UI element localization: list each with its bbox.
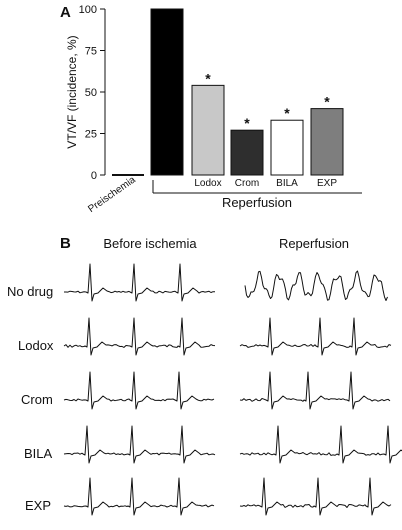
ecg-trace-before-ischemia [63, 477, 215, 516]
bar [191, 84, 225, 176]
y-tick-label: 100 [79, 4, 97, 16]
panel-b-letter: B [60, 235, 71, 252]
row-label-no-drug: No drug [7, 284, 53, 299]
significance-marker: * [324, 94, 330, 110]
row-label-bila: BILA [24, 446, 53, 461]
x-tick-label: BILA [276, 178, 298, 189]
ecg-trace-reperfusion [239, 317, 392, 356]
bar [230, 129, 264, 176]
x-tick-label: EXP [317, 178, 337, 189]
column-title-reperfusion: Reperfusion [279, 236, 349, 251]
y-tick-label: 75 [85, 46, 97, 58]
bar [270, 119, 304, 176]
y-axis: 0 25 50 75 100 [79, 4, 106, 182]
ecg-trace-before-ischemia [63, 371, 215, 410]
reperfusion-group-label: Reperfusion [222, 195, 292, 210]
column-title-before-ischemia: Before ischemia [103, 236, 197, 251]
ecg-trace-reperfusion [239, 477, 392, 516]
ecg-trace-before-ischemia [63, 317, 216, 356]
ecg-trace-before-ischemia [64, 263, 215, 302]
ecg-trace-reperfusion [239, 425, 402, 464]
row-label-crom: Crom [21, 392, 53, 407]
ecg-trace-before-ischemia [63, 425, 216, 464]
y-axis-label: VT/VF (incidence, %) [65, 35, 79, 148]
y-tick-label: 0 [91, 170, 97, 182]
ecg-traces [63, 263, 402, 516]
panel-a-letter: A [60, 4, 71, 21]
ecg-trace-reperfusion [239, 371, 391, 410]
x-tick-label: Lodox [194, 178, 221, 189]
x-tick-label: Crom [235, 178, 259, 189]
significance-marker: * [284, 105, 290, 121]
significance-marker: * [244, 115, 250, 131]
row-label-exp: EXP [25, 498, 51, 513]
bar [310, 108, 344, 176]
y-tick-label: 25 [85, 129, 97, 141]
y-tick-label: 50 [85, 87, 97, 99]
ecg-trace-reperfusion [244, 270, 388, 301]
row-label-lodox: Lodox [18, 338, 54, 353]
bar-series: * * * * [112, 8, 344, 176]
significance-marker: * [205, 70, 211, 86]
bar [150, 8, 184, 176]
